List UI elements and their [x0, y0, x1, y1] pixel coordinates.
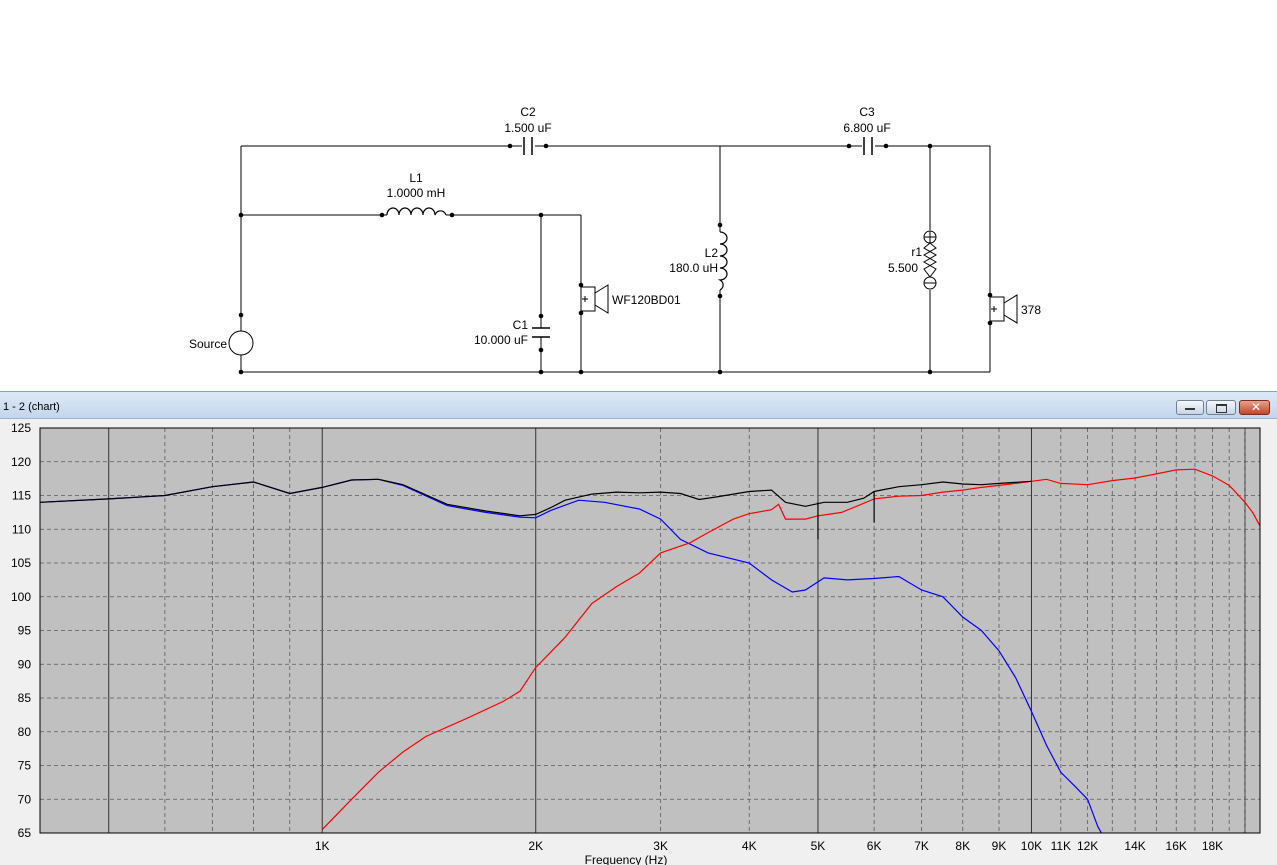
- c3-name: C3: [859, 105, 875, 119]
- series-layer: [40, 468, 1260, 833]
- frequency-response-chart[interactable]: 65 70 75 80 85 90 95 100 105 110 115 120 125 1K 2K 3K 4…: [0, 419, 1277, 865]
- l2-value: 180.0 uH: [669, 261, 718, 275]
- c1-name: C1: [513, 318, 529, 332]
- y-tick-label: 100: [11, 590, 31, 604]
- x-tick-label: 18K: [1202, 839, 1223, 853]
- x-tick-label: 11K: [1051, 839, 1071, 853]
- x-tick-label: 5K: [811, 839, 826, 853]
- x-tick-label: 8K: [955, 839, 970, 853]
- x-tick-label: 10K: [1021, 839, 1042, 853]
- capacitor-c1[interactable]: [532, 327, 550, 338]
- y-tick-label: 95: [18, 624, 32, 638]
- inductor-l2[interactable]: [717, 231, 728, 291]
- y-tick-label: 105: [11, 556, 31, 570]
- tweeter-driver[interactable]: [989, 294, 1018, 324]
- y-tick-label: 125: [11, 421, 31, 435]
- y-tick-label: 85: [18, 691, 32, 705]
- woofer-name: WF120BD01: [612, 293, 681, 307]
- y-tick-label: 120: [11, 455, 31, 469]
- x-tick-label: 12K: [1077, 839, 1098, 853]
- y-tick-label: 115: [12, 489, 31, 503]
- window-title: 1 - 2 (chart): [3, 401, 60, 413]
- x-axis-ticks: 1K 2K 3K 4K 5K 6K 7K 8K 9K 10K 11K 12K 14K 16K 18K: [315, 839, 1223, 853]
- minimize-button[interactable]: [1176, 400, 1204, 415]
- x-tick-label: 16K: [1166, 839, 1187, 853]
- l2-name: L2: [705, 246, 719, 260]
- schematic-nodes: [238, 143, 993, 375]
- series-line-3: [40, 478, 1032, 517]
- x-tick-label: 6K: [867, 839, 882, 853]
- tweeter-name: 378: [1021, 303, 1041, 317]
- source-symbol[interactable]: [228, 330, 254, 356]
- c2-name: C2: [520, 105, 536, 119]
- crossover-schematic: C2 1.500 uF C3 6.800 uF L1 1.0000 mH C1 …: [189, 105, 1041, 375]
- y-tick-label: 80: [18, 725, 32, 739]
- restore-button[interactable]: [1206, 400, 1236, 415]
- x-tick-label: 3K: [653, 839, 668, 853]
- close-icon: ✕: [1251, 400, 1262, 414]
- x-tick-label: 9K: [992, 839, 1007, 853]
- c3-value: 6.800 uF: [843, 121, 890, 135]
- c1-value: 10.000 uF: [474, 333, 528, 347]
- resistor-r1[interactable]: [923, 230, 937, 290]
- chart-window: 1 - 2 (chart) ✕ 65 70 75 80 85 90 95 100 105 110 1…: [0, 391, 1277, 865]
- x-axis-label: Frequency (Hz): [585, 853, 668, 865]
- y-tick-label: 110: [12, 522, 31, 536]
- y-tick-label: 90: [18, 657, 32, 671]
- plot-border: [39, 427, 1261, 834]
- r1-name: r1: [911, 245, 922, 259]
- r1-value: 5.500: [888, 261, 918, 275]
- c2-value: 1.500 uF: [504, 121, 551, 135]
- x-tick-label: 1K: [315, 839, 330, 853]
- window-titlebar[interactable]: 1 - 2 (chart) ✕: [0, 392, 1277, 419]
- minimize-icon: [1185, 408, 1195, 410]
- woofer-driver[interactable]: [580, 284, 609, 314]
- source-name: Source: [189, 337, 227, 351]
- x-tick-label: 4K: [742, 839, 757, 853]
- x-tick-label: 14K: [1124, 839, 1145, 853]
- series-line-2: [321, 468, 1260, 831]
- l1-value: 1.0000 mH: [387, 186, 446, 200]
- capacitor-c3[interactable]: [863, 137, 873, 155]
- l1-name: L1: [409, 171, 423, 185]
- capacitor-c2[interactable]: [523, 137, 533, 155]
- close-button[interactable]: ✕: [1239, 400, 1270, 415]
- inductor-l1[interactable]: [386, 207, 447, 216]
- y-tick-label: 75: [18, 759, 32, 773]
- y-tick-label: 65: [18, 826, 32, 840]
- x-tick-label: 7K: [914, 839, 929, 853]
- restore-icon: [1216, 404, 1227, 413]
- y-axis-ticks: 65 70 75 80 85 90 95 100 105 110 115 120 125: [11, 421, 31, 840]
- schematic-wires: [240, 145, 991, 373]
- y-tick-label: 70: [18, 792, 32, 806]
- x-tick-label: 2K: [528, 839, 543, 853]
